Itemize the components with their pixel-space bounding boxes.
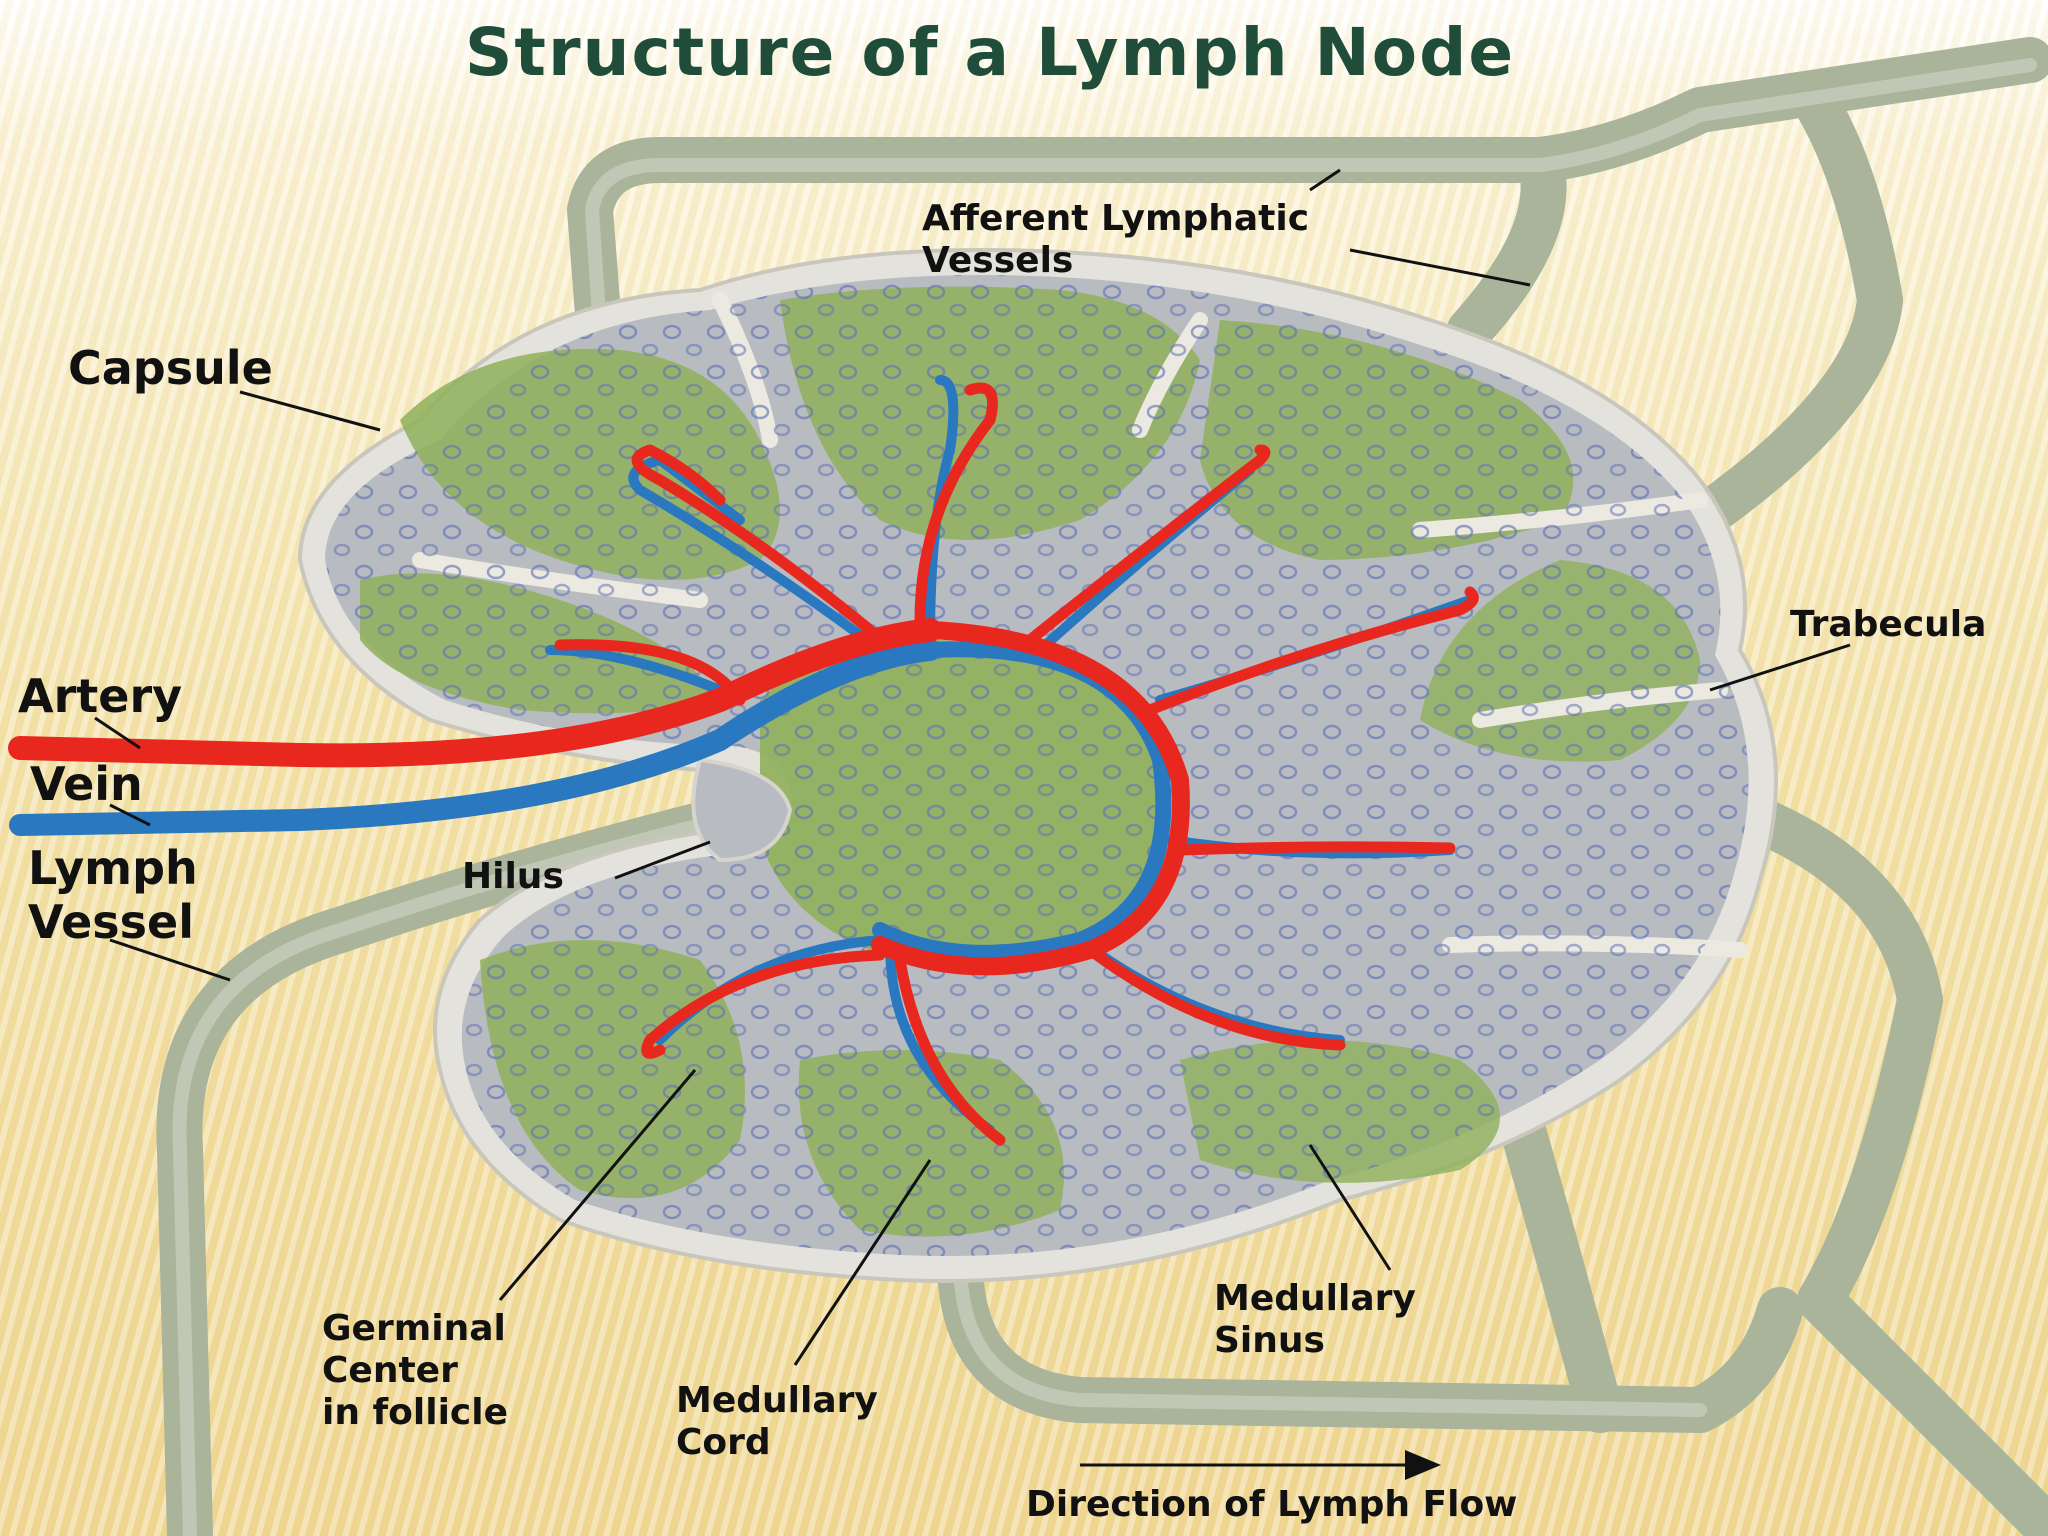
label-medullary-cord-line2: Cord (676, 1422, 771, 1463)
hilus-notch (691, 757, 793, 863)
label-capsule: Capsule (68, 341, 273, 395)
label-afferent-line1: Afferent Lymphatic (922, 198, 1309, 239)
label-vein: Vein (30, 757, 143, 811)
label-medullary-sinus-line1: Medullary (1214, 1278, 1416, 1319)
lymph-vessel-inner (172, 58, 2037, 1536)
artery-main (8, 618, 942, 768)
label-hilus: Hilus (462, 856, 564, 897)
afferent-vessel-right-branch (1447, 137, 1567, 353)
labels: Afferent Lymphatic Vessels Capsule Trabe… (18, 198, 1986, 1525)
label-trabecula: Trabecula (1790, 604, 1986, 645)
leader-lines (94, 168, 1851, 1480)
efferent-vessel-bottom-branch (1497, 1097, 1623, 1433)
label-germinal-line3: in follicle (322, 1392, 508, 1433)
vein-main (9, 639, 941, 836)
label-afferent-line2: Vessels (922, 240, 1073, 281)
label-flow-direction: Direction of Lymph Flow (1026, 1484, 1517, 1525)
label-medullary-cord-line1: Medullary (676, 1380, 878, 1421)
efferent-vessel-right (1737, 797, 2048, 1536)
label-lymph-vessel-line1: Lymph (28, 841, 198, 895)
label-germinal-line1: Germinal (322, 1308, 506, 1349)
label-medullary-sinus-line2: Sinus (1214, 1320, 1325, 1361)
label-germinal-line2: Center (322, 1350, 458, 1391)
arteries (8, 382, 1479, 1146)
afferent-vessel-right (1677, 87, 1903, 543)
diagram-title: Structure of a Lymph Node (464, 14, 1516, 91)
label-artery: Artery (18, 669, 182, 723)
artery-arc (871, 621, 1190, 976)
label-lymph-vessel-line2: Vessel (28, 895, 194, 949)
